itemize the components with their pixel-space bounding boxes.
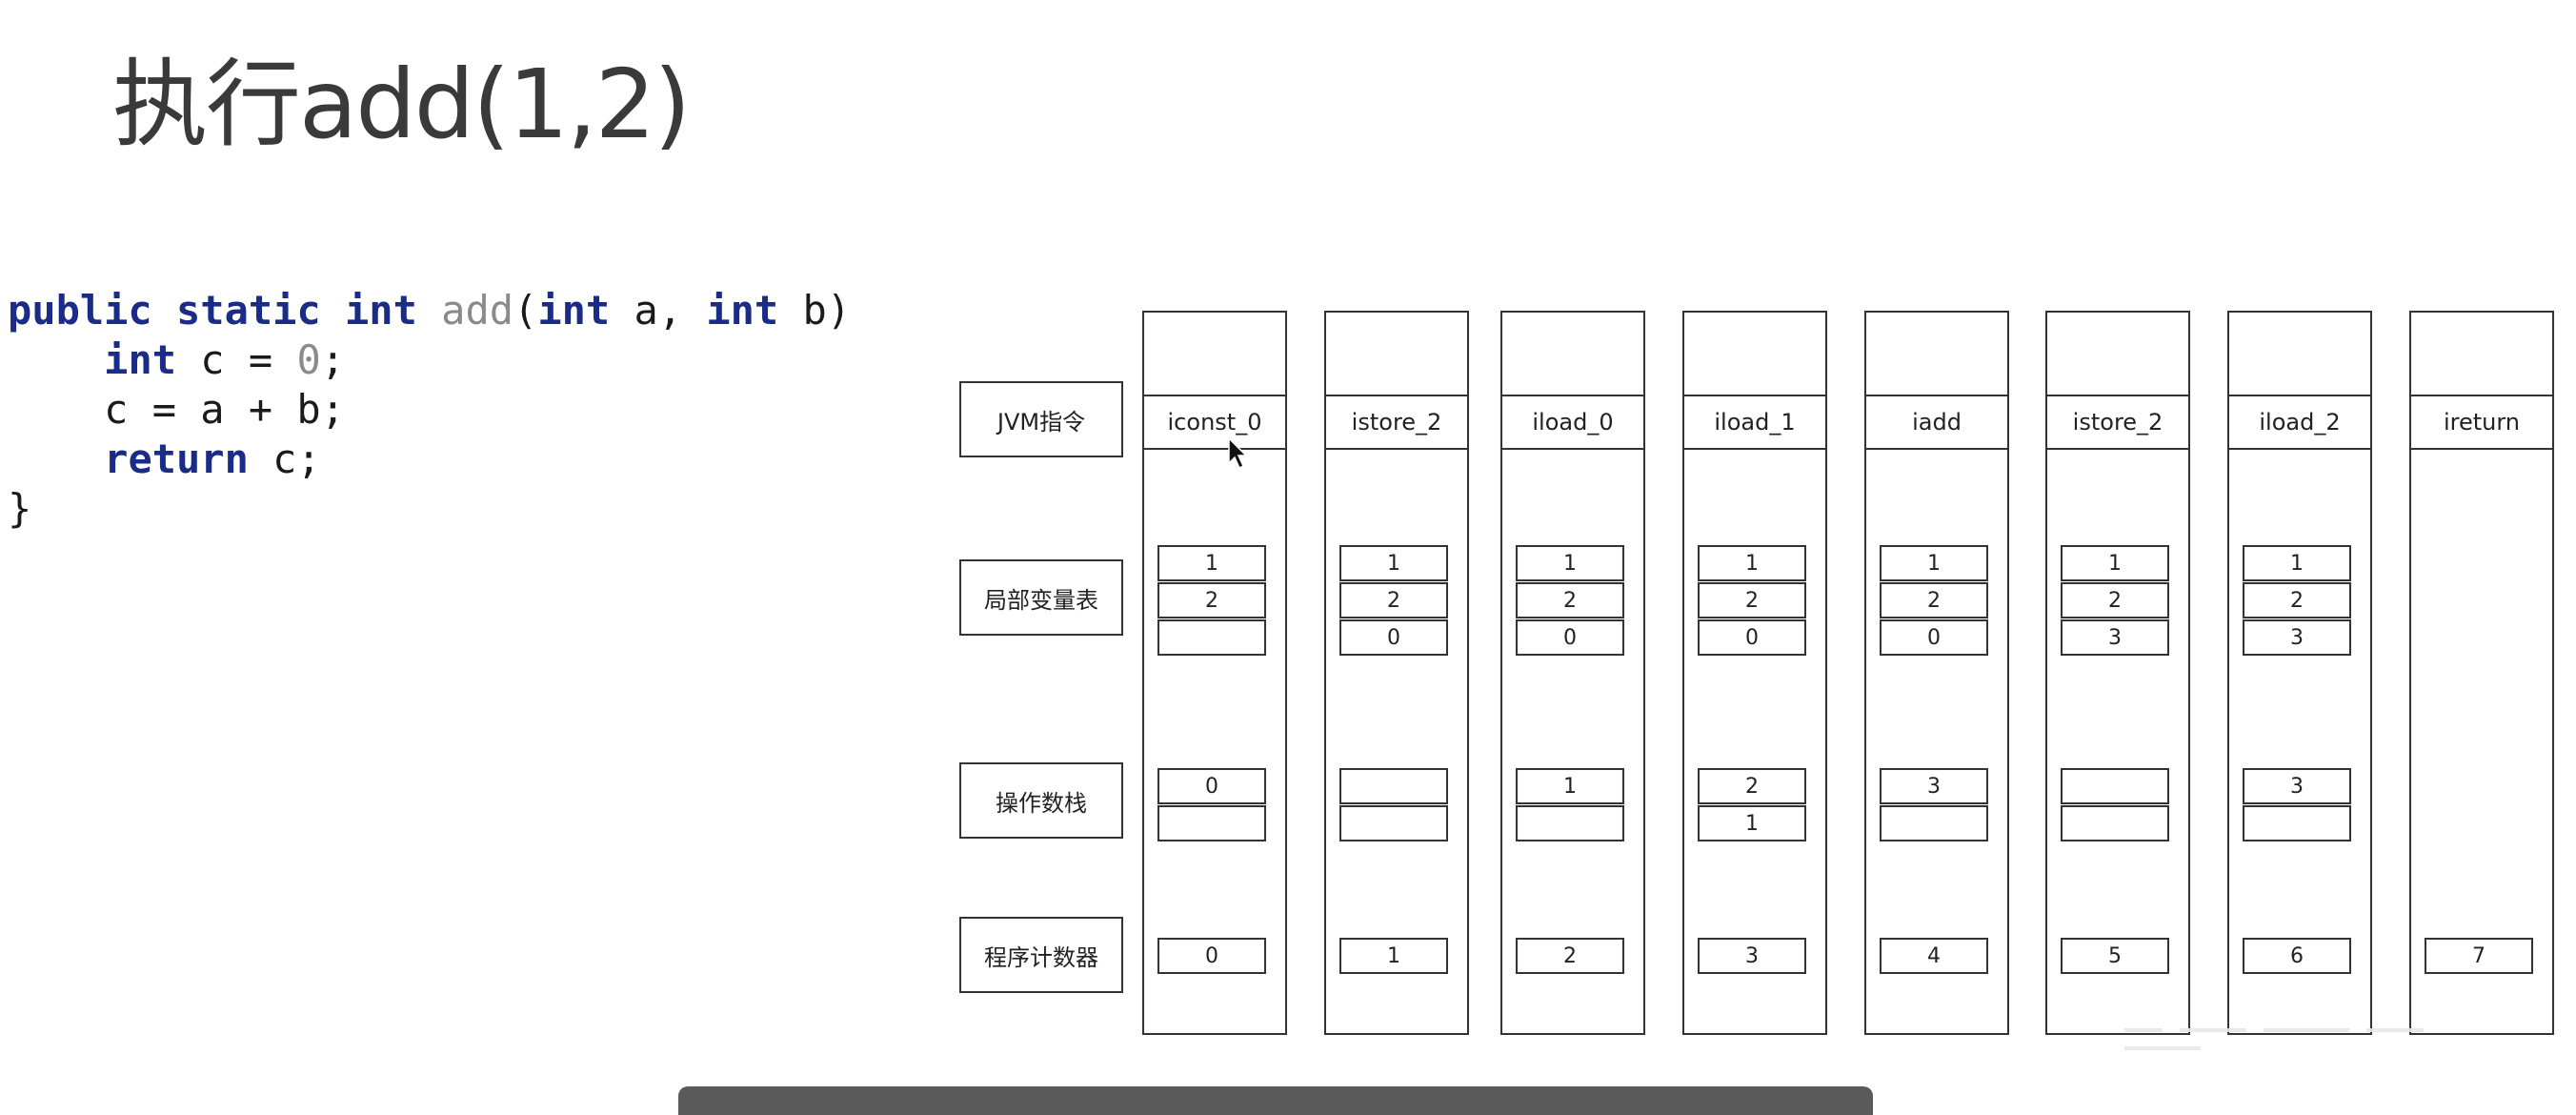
row-label-local-variables: 局部变量表 — [959, 559, 1123, 636]
code-token: } — [8, 485, 32, 532]
code-token: c = — [176, 336, 297, 383]
operand-stack-slot: 3 — [1880, 768, 1988, 804]
jvm-instruction: iload_0 — [1500, 395, 1645, 450]
code-token: ( — [513, 287, 538, 334]
jvm-instruction: istore_2 — [1324, 395, 1469, 450]
row-label-program-counter: 程序计数器 — [959, 917, 1123, 993]
program-counter-value: 5 — [2061, 938, 2169, 974]
operand-stack-slot — [1339, 768, 1448, 804]
code-token — [8, 336, 104, 383]
code-token: a, — [610, 287, 707, 334]
code-line: c = a + b; — [8, 385, 851, 435]
code-snippet: public static int add(int a, int b) int … — [8, 286, 851, 534]
program-counter-value: 4 — [1880, 938, 1988, 974]
local-variable-slot: 1 — [1157, 545, 1266, 581]
code-line: return c; — [8, 435, 851, 484]
code-token — [8, 436, 104, 482]
code-token: public static int — [8, 287, 442, 334]
operand-stack-slot — [1157, 805, 1266, 841]
code-token: add — [441, 287, 514, 334]
operand-stack-slot: 1 — [1698, 805, 1806, 841]
local-variable-slot: 2 — [2061, 582, 2169, 618]
code-line: public static int add(int a, int b) — [8, 286, 851, 335]
code-token: int — [104, 336, 177, 383]
operand-stack-slot: 2 — [1698, 768, 1806, 804]
jvm-instruction: iload_2 — [2227, 395, 2372, 450]
program-counter-value: 6 — [2243, 938, 2351, 974]
step-column: ireturn 7 — [2409, 311, 2554, 1035]
local-variable-slot: 2 — [1157, 582, 1266, 618]
code-token: c = a + b; — [8, 386, 346, 433]
local-variable-slot: 0 — [1880, 619, 1988, 656]
jvm-instruction: ireturn — [2409, 395, 2554, 450]
local-variable-slot: 2 — [1698, 582, 1806, 618]
local-variable-slot: 0 — [1339, 619, 1448, 656]
code-token: int — [537, 287, 611, 334]
page-title: 执行add(1,2) — [112, 49, 691, 160]
local-variable-slot: 3 — [2061, 619, 2169, 656]
program-counter-value: 2 — [1516, 938, 1624, 974]
code-token: b) — [778, 287, 852, 334]
program-counter-value: 7 — [2425, 938, 2533, 974]
local-variable-slot: 2 — [1339, 582, 1448, 618]
operand-stack-slot — [1516, 805, 1624, 841]
jvm-instruction: istore_2 — [2045, 395, 2190, 450]
local-variable-slot: 3 — [2243, 619, 2351, 656]
code-line: int c = 0; — [8, 335, 851, 385]
local-variable-slot: 1 — [1698, 545, 1806, 581]
video-progress-bar[interactable] — [678, 1086, 1873, 1115]
operand-stack-slot — [2061, 805, 2169, 841]
local-variable-slot: 1 — [2061, 545, 2169, 581]
row-label-operand-stack: 操作数栈 — [959, 762, 1123, 839]
operand-stack-slot — [1339, 805, 1448, 841]
code-token: 0 — [296, 336, 321, 383]
program-counter-value: 3 — [1698, 938, 1806, 974]
local-variable-slot: 1 — [1516, 545, 1624, 581]
mouse-cursor-icon — [1228, 436, 1248, 470]
code-token: ; — [320, 336, 346, 383]
local-variable-slot: 2 — [1516, 582, 1624, 618]
operand-stack-slot: 0 — [1157, 768, 1266, 804]
local-variable-slot — [1157, 619, 1266, 656]
local-variable-slot: 0 — [1698, 619, 1806, 656]
local-variable-slot: 1 — [1339, 545, 1448, 581]
local-variable-slot: 0 — [1516, 619, 1624, 656]
program-counter-value: 0 — [1157, 938, 1266, 974]
local-variable-slot: 2 — [1880, 582, 1988, 618]
local-variable-slot: 1 — [1880, 545, 1988, 581]
operand-stack-slot — [1880, 805, 1988, 841]
operand-stack-slot: 1 — [1516, 768, 1624, 804]
jvm-instruction: iconst_0 — [1142, 395, 1287, 450]
local-variable-slot: 2 — [2243, 582, 2351, 618]
code-line: } — [8, 484, 851, 534]
operand-stack-slot — [2243, 805, 2351, 841]
program-counter-value: 1 — [1339, 938, 1448, 974]
operand-stack-slot: 3 — [2243, 768, 2351, 804]
operand-stack-slot — [2061, 768, 2169, 804]
row-label-jvm-instruction: JVM指令 — [959, 381, 1123, 457]
local-variable-slot: 1 — [2243, 545, 2351, 581]
code-token: int — [706, 287, 779, 334]
watermark — [2124, 1018, 2525, 1050]
jvm-instruction: iadd — [1864, 395, 2009, 450]
jvm-instruction: iload_1 — [1682, 395, 1827, 450]
code-token: return — [104, 436, 249, 482]
code-token: c; — [248, 436, 321, 482]
